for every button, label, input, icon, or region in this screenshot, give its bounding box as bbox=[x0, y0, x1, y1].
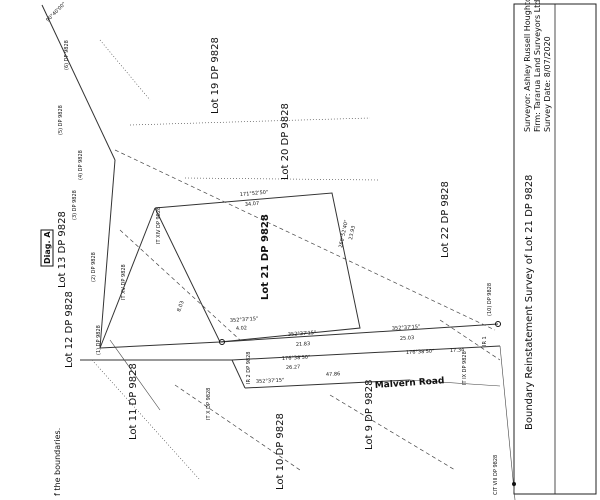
ir1-mark-icon bbox=[495, 321, 501, 327]
lot-21-outline bbox=[154, 192, 361, 343]
cit-viii-label: CIT VIII DP 9828 bbox=[493, 455, 499, 495]
road-name: Malvern Road bbox=[375, 376, 445, 391]
survey-date: Survey Date: 8/07/2020 bbox=[543, 36, 552, 132]
lot-20-label: Lot 20 DP 9828 bbox=[280, 103, 291, 180]
lot-12-north-line bbox=[99, 341, 221, 349]
east-road-edge bbox=[499, 345, 516, 500]
south-road-line bbox=[244, 379, 411, 389]
lot-13-label: Lot 13 DP 9828 bbox=[57, 211, 68, 288]
north-dotted-line bbox=[99, 39, 151, 101]
west-connector bbox=[99, 159, 116, 349]
ref-2-label: (2) DP 9828 bbox=[91, 252, 97, 282]
surveyor-name: Surveyor: Ashley Russell Houghton bbox=[523, 0, 532, 132]
south-a-distance: 21.83 bbox=[296, 341, 311, 348]
lot-20-dotted-line bbox=[184, 177, 381, 181]
south-b-bearing: 352°37'15" bbox=[392, 324, 421, 332]
dashed-reference-lines bbox=[91, 39, 516, 500]
corner-bearing: 90°40'00" bbox=[45, 1, 67, 23]
ref-6-label: (6) DP 9828 bbox=[64, 40, 70, 70]
lot-labels: Lot 19 DP 9828 Lot 20 DP 9828 Lot 21 DP … bbox=[57, 37, 451, 490]
diag-a-box bbox=[40, 229, 54, 267]
ref-5-label: (5) DP 9828 bbox=[58, 105, 64, 135]
lot-12-label: Lot 12 DP 9828 bbox=[64, 291, 75, 368]
diagram-a-callout: Diag. A bbox=[40, 229, 54, 267]
diag-a-label: Diag. A bbox=[43, 231, 52, 264]
cit-xv-label: IT XV DP 9828 bbox=[121, 264, 127, 300]
short-bearing: 352°37'15" bbox=[230, 316, 259, 324]
east-boundary-bearing: 260°52'40" bbox=[338, 219, 350, 248]
south-b-distance: 25.03 bbox=[400, 335, 415, 342]
west-distance: 8.03 bbox=[176, 300, 185, 313]
lot-19-dotted-line bbox=[129, 117, 371, 126]
cit-viii-mark-icon bbox=[512, 482, 516, 486]
north-boundary-bearing: 171°52'50" bbox=[240, 190, 269, 198]
cit-ix-label: IT IX DP 9828 bbox=[462, 351, 468, 385]
north-road-line bbox=[219, 323, 499, 343]
lot-19-label: Lot 19 DP 9828 bbox=[210, 37, 221, 114]
south-a-bearing: 352°37'15" bbox=[288, 330, 317, 338]
east-boundary-distance: 23.93 bbox=[348, 225, 357, 240]
title-block: Surveyor: Ashley Russell Houghton Firm: … bbox=[513, 0, 597, 495]
diagonal-reference bbox=[114, 149, 496, 331]
east-dashed-line bbox=[439, 319, 501, 361]
short-distance: 4.02 bbox=[236, 325, 248, 332]
ir1-label: IR 1 bbox=[482, 336, 488, 346]
west-dashed-line bbox=[119, 229, 241, 341]
lot-10-label: Lot 10 DP 9828 bbox=[275, 413, 286, 490]
road-mid-distance: 26.27 bbox=[286, 364, 301, 371]
south-east-dashed-line bbox=[329, 394, 456, 471]
lot-21-boundary bbox=[154, 192, 361, 343]
ref-4-label: (4) DP 9828 bbox=[78, 150, 84, 180]
northwest-boundary bbox=[41, 4, 116, 161]
lot-21-label: Lot 21 DP 9828 bbox=[260, 214, 271, 300]
plan-title: Boundary Reinstatement Survey of Lot 21 … bbox=[524, 175, 535, 430]
lot-22-label: Lot 22 DP 9828 bbox=[440, 181, 451, 258]
footnote: f the boundaries. bbox=[53, 428, 62, 496]
mid-road-line bbox=[231, 345, 501, 361]
ref-1-label: (1) DP 9828 bbox=[96, 325, 102, 355]
southwest-dotted-line bbox=[91, 359, 201, 481]
lot-11-label: Lot 11 DP 9828 bbox=[128, 363, 139, 440]
ref-3-label: (3) DP 9828 bbox=[72, 190, 78, 220]
ref-10-label: (10) DP 9828 bbox=[487, 283, 493, 316]
road-mid-bearing: 176°38'50" bbox=[282, 355, 311, 362]
road-corner-link bbox=[231, 359, 246, 389]
south-road-extension bbox=[409, 379, 501, 387]
ir2-label: IR 2 DP 9828 bbox=[246, 352, 252, 385]
lot-13-west-line bbox=[99, 207, 156, 349]
cit-x-label: IT X DP 9828 bbox=[206, 388, 212, 420]
road-bottom-distance: 47.86 bbox=[326, 371, 341, 378]
lot-11-line bbox=[109, 339, 161, 411]
road-top-bearing: 176°38'50" bbox=[406, 349, 435, 356]
firm-name: Firm: Tararua Land Surveyors Ltd bbox=[533, 0, 542, 132]
cit-xiv-label: IT XIV DP 9828 bbox=[156, 207, 162, 244]
road-bottom-bearing: 352°37'15" bbox=[256, 378, 285, 385]
road-top-distance: 17.34 bbox=[450, 347, 465, 354]
western-lot-lines bbox=[41, 4, 232, 411]
bearing-annotations: 171°52'50" 34.07 260°52'40" 23.93 352°37… bbox=[176, 190, 464, 385]
ir2-mark-icon bbox=[219, 339, 225, 345]
lot-9-label: Lot 9 DP 9828 bbox=[364, 379, 375, 450]
north-boundary-distance: 34.07 bbox=[245, 201, 260, 208]
road-frontage-lines bbox=[219, 323, 501, 389]
